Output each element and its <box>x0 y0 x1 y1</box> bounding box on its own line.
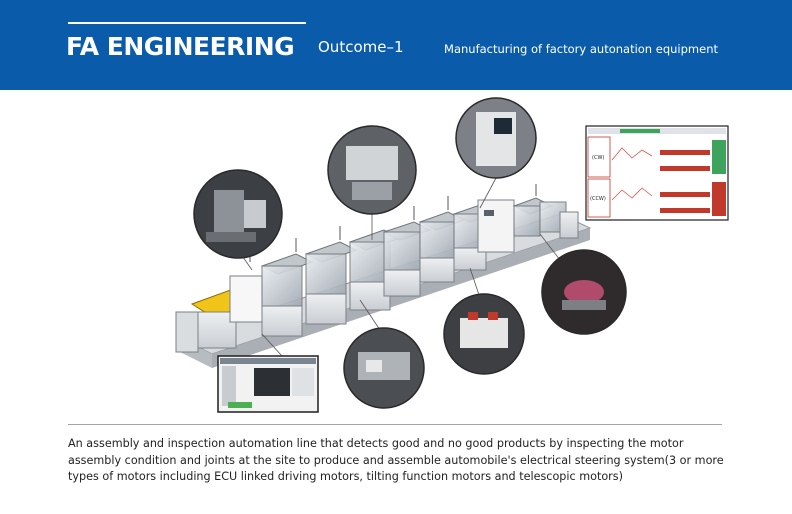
outcome-label: Outcome–1 <box>318 38 404 56</box>
assembly-line-illustration: (CW) (CCW) <box>175 97 729 413</box>
hmi-screenshot <box>217 355 319 413</box>
detail-photo-motor-clamp <box>443 293 525 375</box>
detail-photo-conveyor <box>343 327 425 409</box>
machine-modules <box>175 197 579 353</box>
detail-photo-robot-arm <box>193 169 283 259</box>
section-divider <box>68 424 722 425</box>
monitor-row-label-cw: (CW) <box>592 155 604 161</box>
header-rule <box>68 22 306 24</box>
monitor-row-label-ccw: (CCW) <box>590 196 606 202</box>
header-banner: FA ENGINEERING Outcome–1 Manufacturing o… <box>0 0 792 90</box>
brand-title: FA ENGINEERING <box>66 32 295 61</box>
detail-photo-cabinet <box>455 97 537 179</box>
description-text: An assembly and inspection automation li… <box>68 437 724 483</box>
detail-photo-station <box>327 125 417 215</box>
detail-photo-red-laser <box>541 249 627 335</box>
monitoring-panel-screenshot: (CW) (CCW) <box>585 125 729 221</box>
callout-lines <box>237 177 561 357</box>
header-tagline: Manufacturing of factory autonation equi… <box>444 42 718 56</box>
